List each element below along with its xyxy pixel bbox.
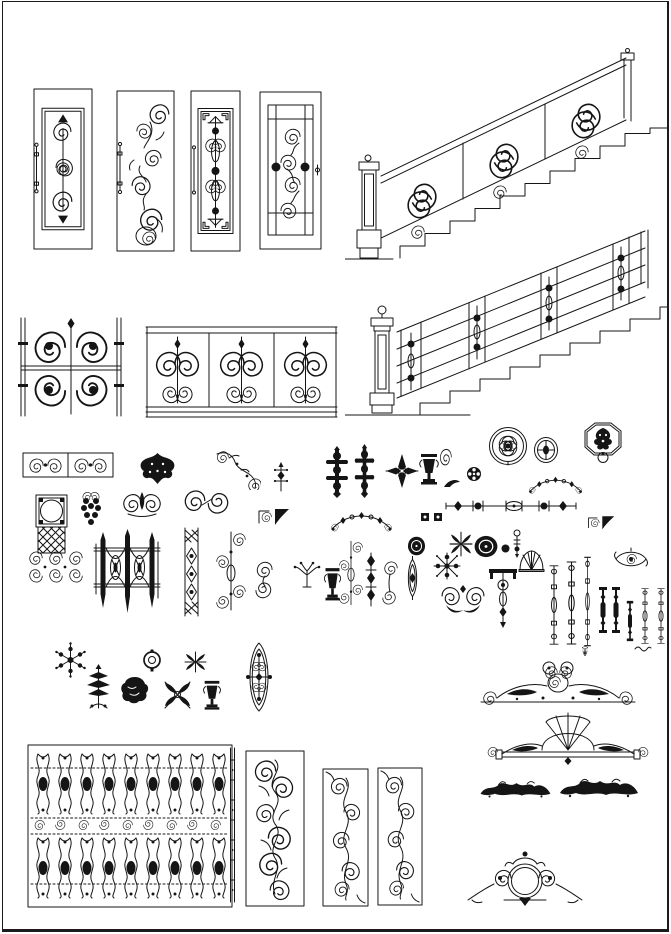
baluster-1 — [549, 565, 559, 645]
gothic-gate-panel — [93, 528, 161, 614]
narrow-baluster-strip — [230, 747, 235, 903]
baluster-2 — [566, 561, 577, 645]
staircase-rod-railing — [345, 229, 667, 416]
cartouche-crest — [464, 848, 586, 910]
flower-chain-vertical — [339, 538, 363, 608]
dark-baluster-3 — [626, 600, 634, 642]
corner-brackets — [256, 505, 291, 527]
scroll-border-strip — [22, 452, 114, 478]
vine-chain-vertical — [216, 528, 246, 614]
repeating-fence-panel — [27, 744, 233, 908]
pediment-swag-bows — [477, 658, 639, 706]
flourish-branch — [213, 448, 261, 490]
scroll-vertical-panel-2 — [377, 767, 423, 906]
small-curl — [439, 448, 452, 466]
square-scroll-grille — [15, 312, 127, 422]
octagon-shield-ornament — [584, 422, 622, 463]
door-panel-4 — [259, 91, 322, 250]
crescent-leaf — [444, 479, 460, 487]
s-vine-vertical — [380, 558, 400, 608]
scroll-vertical-panel-1 — [322, 768, 369, 907]
ring-ornament — [143, 649, 161, 672]
butterfly-star — [164, 681, 191, 709]
urn-finial — [203, 680, 221, 711]
oval-rosette — [534, 437, 558, 463]
dark-baluster-2 — [612, 587, 620, 633]
s-scroll-pair — [180, 487, 233, 517]
beaded-swag-arc-2 — [527, 475, 584, 496]
door-panel-2 — [116, 90, 175, 252]
horizontal-scroll-chain — [445, 500, 577, 512]
damask-crest — [140, 453, 175, 484]
branch-sprig — [293, 561, 321, 588]
scroll-railing-panel — [144, 323, 339, 420]
starburst-ornament — [433, 552, 461, 580]
rosette-scroll-block — [25, 548, 83, 586]
baluster-strip-panel — [184, 527, 199, 617]
winged-scroll — [438, 583, 488, 615]
scroll-couple — [251, 558, 277, 602]
star-cross-small — [184, 651, 207, 673]
scroll-flourish — [118, 488, 166, 518]
corner-brackets-2 — [586, 513, 616, 531]
round-bush — [120, 676, 149, 704]
baluster-5 — [657, 588, 665, 644]
baluster-3 — [583, 556, 592, 647]
dark-rosette-small — [467, 467, 481, 481]
dark-cross-ornament-2 — [354, 444, 375, 498]
baluster-4 — [641, 588, 649, 644]
square-frame-circle — [35, 494, 68, 528]
beaded-swag-arc-1 — [329, 510, 394, 534]
garland-small-2 — [559, 778, 639, 798]
dark-cross-ornament-1 — [326, 446, 348, 498]
eye-rosette — [614, 547, 648, 571]
dark-baluster-1 — [599, 587, 607, 633]
pediment-swag-shell — [472, 710, 664, 766]
diamond-chain-vertical — [365, 552, 377, 607]
door-panel-1 — [33, 88, 93, 250]
circular-medallion — [488, 426, 528, 466]
dark-disc-1 — [407, 536, 426, 556]
garland-small-1 — [480, 781, 551, 798]
door-panel-3 — [190, 90, 241, 252]
squiggle-mark — [634, 646, 652, 652]
diamond-star-finial — [385, 453, 419, 489]
leaf-plant — [86, 663, 111, 709]
dark-disc-2 — [473, 535, 499, 558]
tiny-finial — [582, 646, 588, 656]
oval-medallion — [238, 641, 280, 713]
pointed-oval-baluster — [407, 556, 418, 600]
tee-bracket-drop — [488, 568, 518, 628]
small-dot — [501, 544, 510, 553]
grape-cluster — [79, 489, 103, 527]
cross-finial — [273, 461, 289, 492]
floral-vertical-panel — [245, 750, 305, 907]
shell-fan — [518, 550, 545, 572]
pin-squares — [421, 513, 442, 521]
